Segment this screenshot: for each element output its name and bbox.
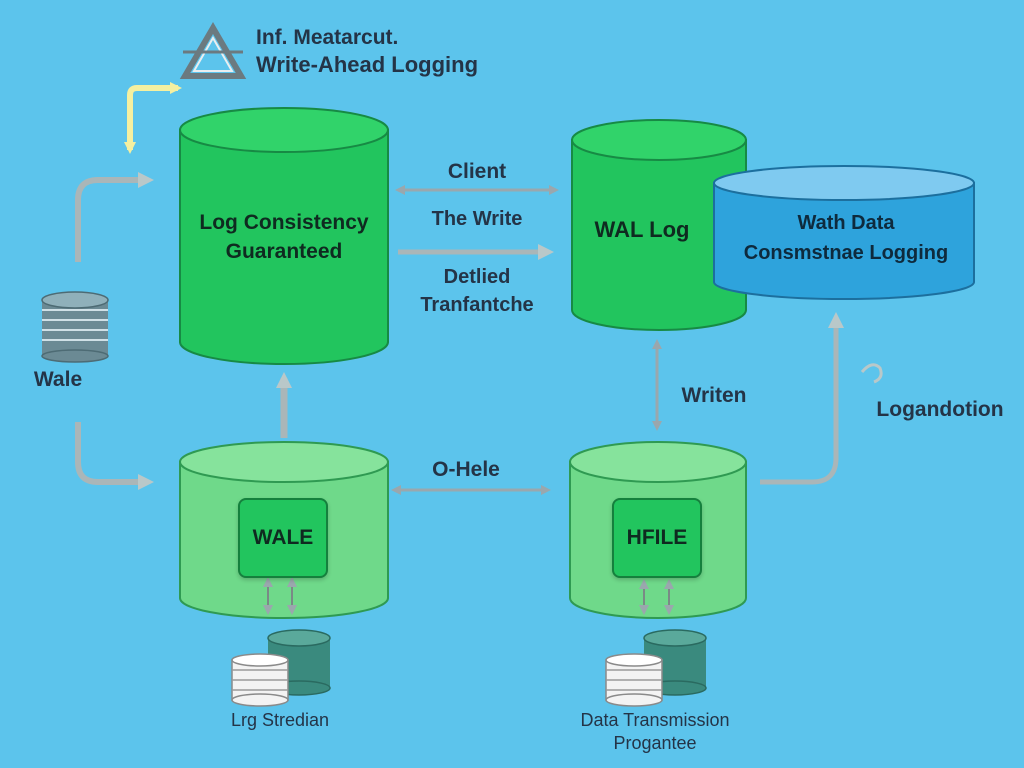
top-right-cylinder-label: WAL Log	[594, 217, 690, 242]
blue-drum	[713, 165, 975, 300]
wale-down-arrow	[75, 422, 154, 490]
writen-label: Writen	[681, 384, 747, 407]
hfile-box: HFILE	[612, 498, 702, 578]
tranfantche-label: Tranfantche	[420, 294, 534, 316]
inner-right-arrows	[639, 579, 674, 615]
yellow-arrow	[124, 82, 182, 154]
header-line1: Inf. Meatarcut.	[256, 26, 399, 49]
top-left-cylinder-label: Log Consistency Guaranteed	[199, 211, 369, 263]
database-stack-icon	[41, 291, 109, 363]
wale-box: WALE	[238, 498, 328, 578]
triangle-logo-icon	[179, 22, 247, 79]
left-store-label: Lrg Stredian	[230, 710, 330, 730]
right-store-label-1: Data Transmission	[580, 710, 730, 730]
right-store-label-2: Progantee	[613, 733, 697, 753]
top-left-cylinder	[179, 107, 389, 365]
the-write-label: The Write	[431, 208, 523, 230]
header-title: Write-Ahead Logging	[256, 52, 479, 77]
database-stack-icon-left	[231, 629, 331, 707]
detlied-label: Detlied	[443, 266, 511, 288]
blue-drum-label-1: Wath Data	[797, 212, 895, 234]
logandotion-arrow	[760, 312, 844, 485]
top-right-cylinder	[571, 119, 747, 331]
database-stack-icon-right	[605, 629, 707, 707]
wale-source-label: Wale	[33, 368, 83, 391]
o-hele-label: O-Hele	[432, 458, 500, 481]
curl-mark	[860, 363, 883, 384]
inner-left-arrows	[263, 577, 297, 615]
logandotion-label: Logandotion	[876, 398, 1004, 421]
wale-up-arrow	[75, 172, 154, 262]
blue-drum-label-2: Consmstnae Logging	[743, 242, 949, 264]
client-label: Client	[447, 160, 507, 183]
